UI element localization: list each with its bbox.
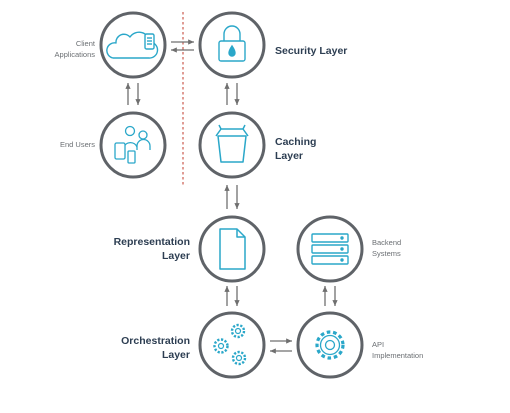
gear-icon: [315, 330, 345, 360]
backend-systems-label: Backend Systems: [372, 238, 402, 258]
cloud-mobile-icon: [106, 31, 159, 59]
client-apps-label: Client Applications: [54, 39, 95, 59]
security-layer-label: Security Layer: [275, 45, 348, 57]
representation-layer-label: Representation Layer: [113, 236, 190, 262]
caching-layer-label: Caching Layer: [275, 136, 317, 162]
end-users-node: [99, 111, 167, 179]
bin-icon: [215, 124, 249, 163]
padlock-icon: [218, 25, 246, 62]
users-devices-icon: [114, 125, 151, 164]
end-users-label: End Users: [59, 140, 95, 149]
api-node: [296, 311, 364, 379]
gears-icon: [213, 323, 247, 366]
document-icon: [219, 228, 246, 270]
orchestration-layer-label: Orchestration Layer: [121, 335, 190, 361]
client-apps-node: [99, 11, 167, 79]
representation-node: [198, 215, 266, 283]
orchestration-node: [198, 311, 266, 379]
caching-node: [198, 111, 266, 179]
api-implementation-label: API Implementation: [372, 340, 424, 360]
server-stack-icon: [311, 233, 349, 265]
arrows: [125, 39, 338, 354]
backend-node: [296, 215, 364, 283]
